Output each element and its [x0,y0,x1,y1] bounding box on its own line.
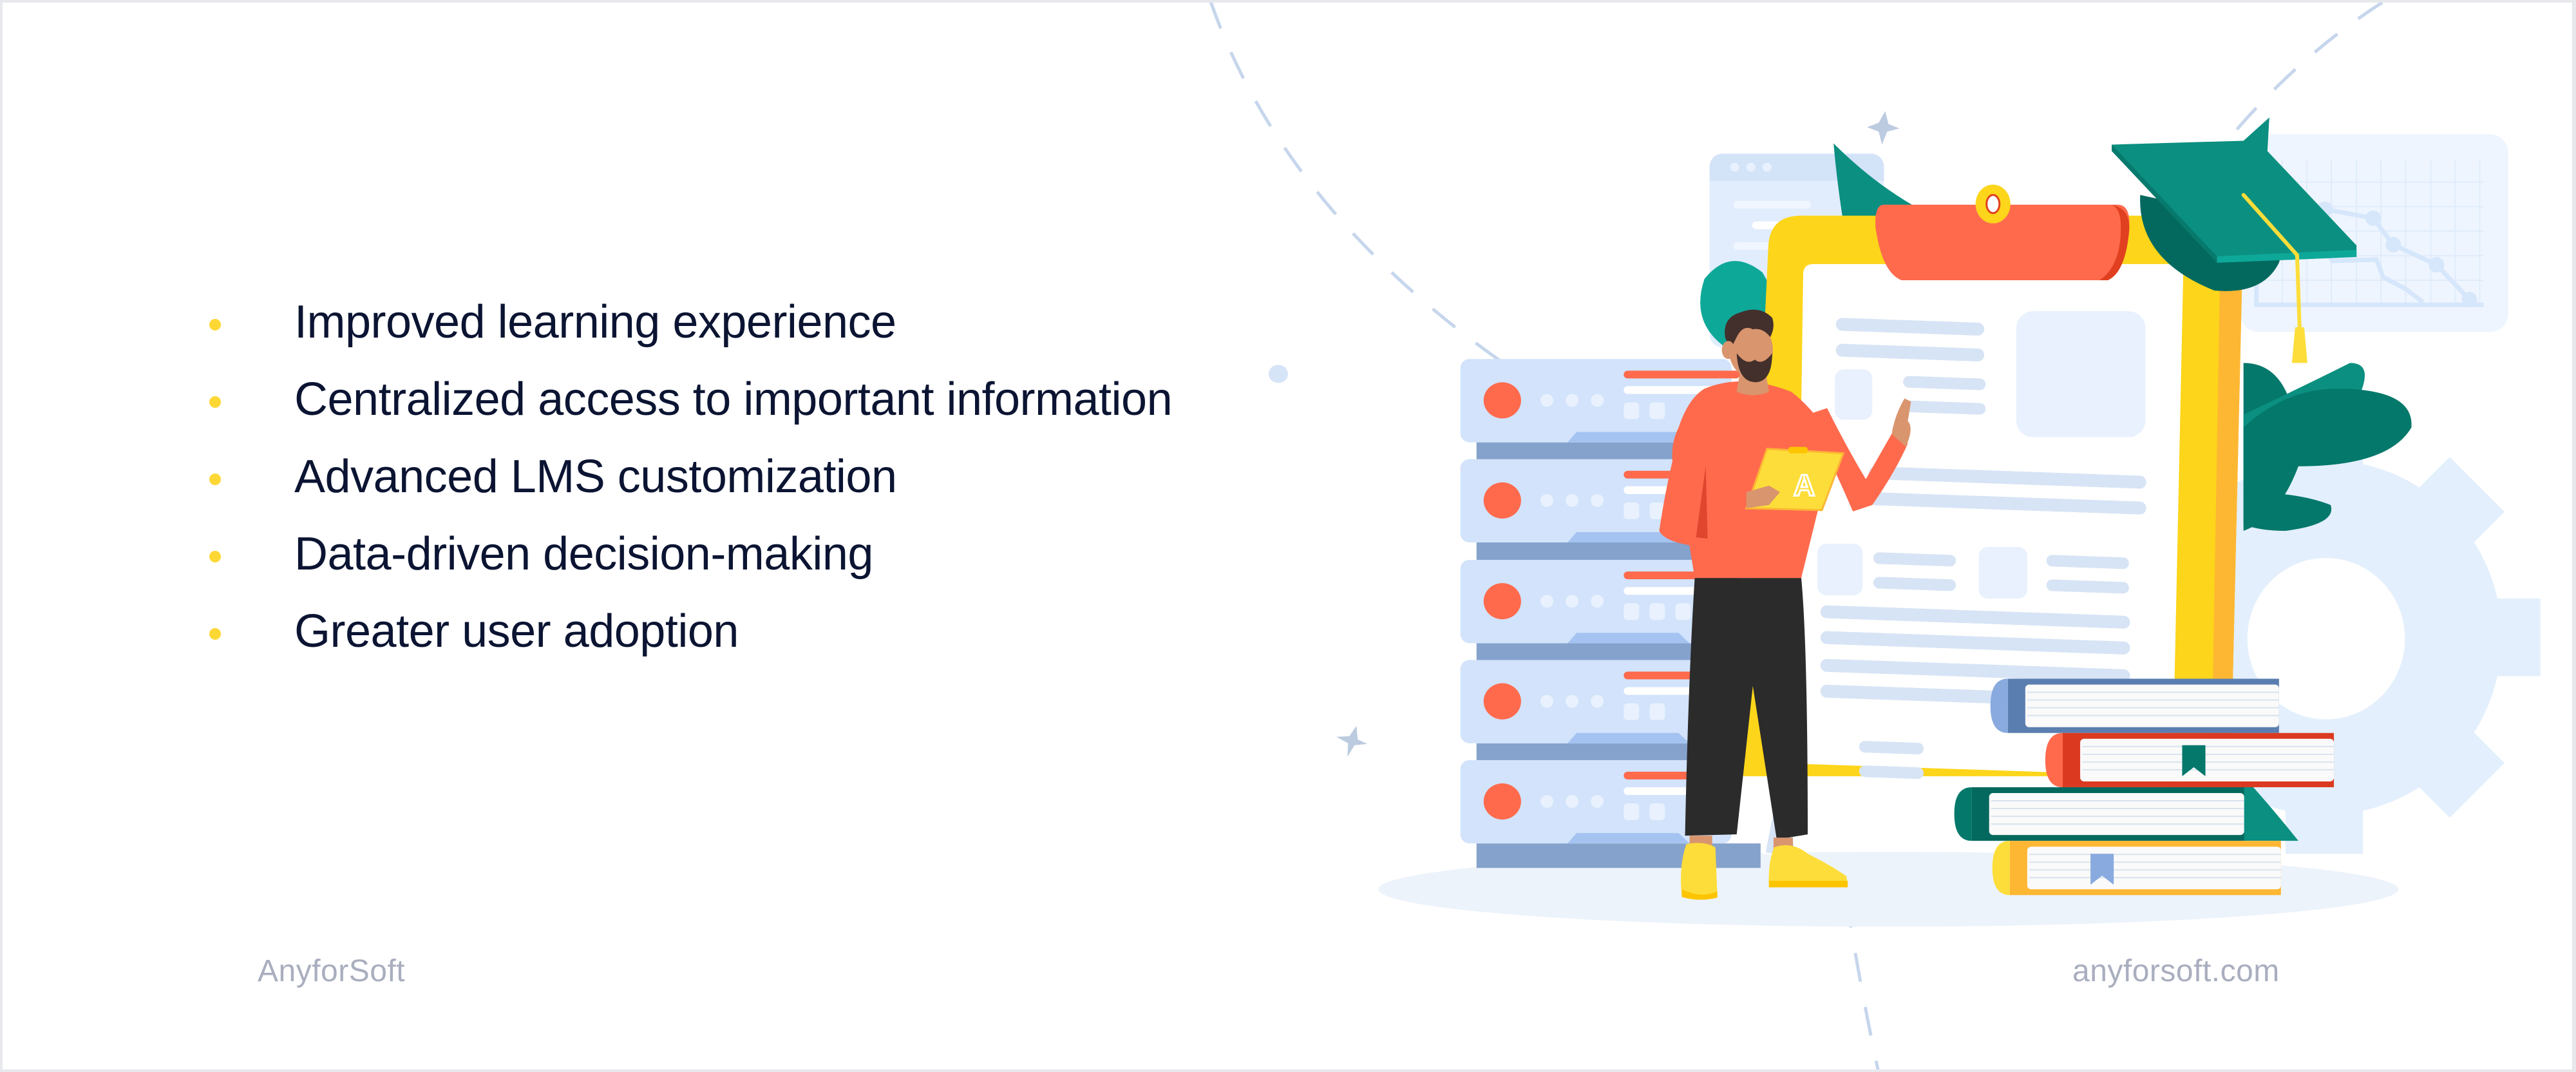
left-shoe [1681,843,1718,897]
slide-canvas: A Improved learning experience Centraliz… [3,3,2572,1069]
sparkle-star-top [1867,111,1900,145]
hand [1746,485,1780,508]
server-unit [1460,359,1761,460]
brand-name: AnyforSoft [258,954,406,988]
bookmark-icon [2090,854,2114,885]
gear-hole [2247,558,2405,720]
benefit-label: Data-driven decision-making [294,528,873,580]
person-figure: A [1659,309,1911,900]
decor-dot [1268,365,1288,383]
benefit-label: Improved learning experience [294,296,896,348]
benefit-label: Advanced LMS customization [294,451,897,503]
graduation-cap-icon [2112,117,2357,363]
book-blue [1990,678,2279,733]
right-shoe [1768,845,1848,888]
bullet-dot-icon [209,319,221,330]
book-yellow [1992,841,2281,895]
bullet-dot-icon [209,396,221,408]
lms-illustration: A [1209,3,2551,1069]
bookmark-icon [2182,745,2206,776]
pointing-hand [1891,398,1911,447]
benefit-label: Centralized access to important informat… [294,374,1173,425]
dashed-arc-left [1209,3,1519,374]
book-stack [1954,678,2334,895]
logo-badge-a: A [1794,468,1815,502]
benefit-label: Greater user adoption [294,606,739,657]
small-clipboard: A [1745,446,1845,512]
bullet-dot-icon [209,551,221,562]
book-red [2045,732,2334,787]
leaf-cluster-right [2243,363,2412,841]
sparkle-star-left [1336,725,1368,757]
hair [1725,309,1774,350]
website-link[interactable]: anyforsoft.com [2072,954,2280,988]
server-unit [1460,560,1761,661]
clipboard-clip [1875,204,2130,280]
bullet-dot-icon [209,474,221,485]
beard [1736,353,1772,383]
bullet-dot-icon [209,628,221,640]
book-teal [1954,787,2244,841]
